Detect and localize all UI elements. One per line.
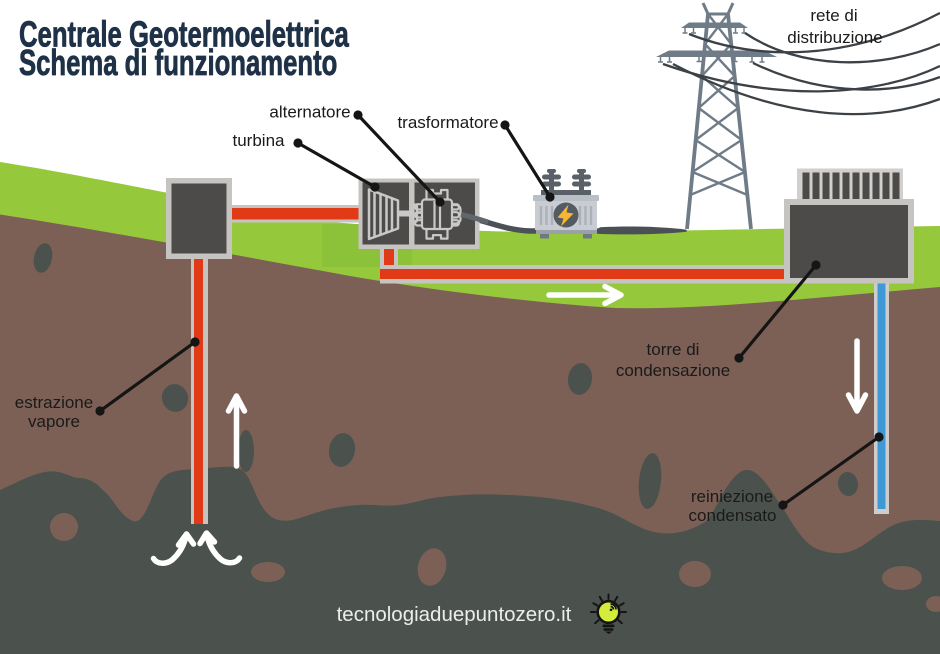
svg-text:torre di: torre di [647,340,700,359]
svg-text:alternatore: alternatore [269,103,350,122]
svg-text:Centrale Geotermoelettrica: Centrale Geotermoelettrica [19,14,349,54]
svg-text:tecnologiaduepuntozero.it: tecnologiaduepuntozero.it [337,603,572,626]
svg-text:Schema di funzionamento: Schema di funzionamento [19,43,337,83]
svg-text:rete di: rete di [810,6,857,25]
svg-text:condensato: condensato [689,506,777,525]
svg-text:estrazione: estrazione [15,393,93,412]
svg-text:reiniezione: reiniezione [691,487,773,506]
svg-text:trasformatore: trasformatore [397,113,498,132]
svg-text:condensazione: condensazione [616,361,730,380]
svg-text:vapore: vapore [28,412,80,431]
svg-text:distribuzione: distribuzione [787,28,882,47]
svg-text:turbina: turbina [233,131,286,150]
